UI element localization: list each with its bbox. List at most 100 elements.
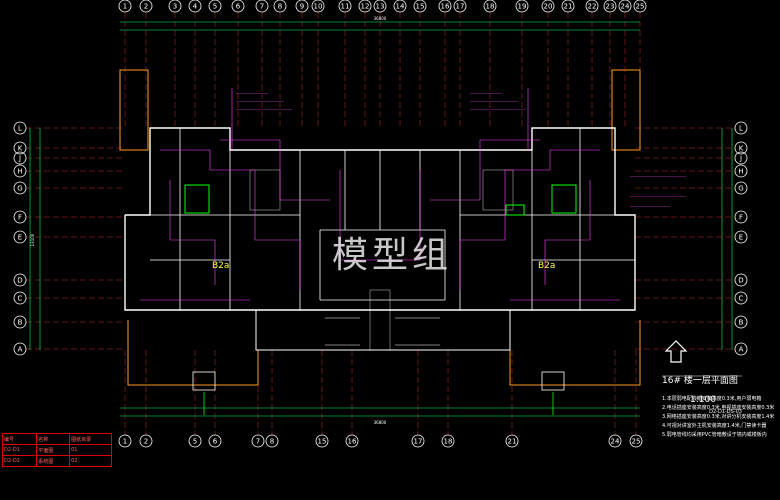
axis-label: 21 [564,3,573,11]
axis-label: F [739,214,743,222]
axis-label: 14 [396,3,405,11]
axis-label: A [739,346,744,354]
axis-label: 6 [236,3,241,11]
axis-bubble: 2 [139,0,153,13]
axis-bubble: 5 [188,434,202,448]
axis-label: 15 [416,3,425,11]
axis-bubble: 5 [208,0,222,13]
axis-label: 1 [123,3,127,11]
axis-label: E [739,234,743,242]
axis-label: K [739,145,744,153]
axis-bubble: 8 [265,434,279,448]
note-line: 3.网络插座安装高度0.3米,对讲分机安装高度1.4米 [662,414,775,420]
axis-label: 23 [606,3,615,11]
axis-bubble: 24 [608,434,622,448]
axis-label: 5 [193,438,197,446]
axis-bubble: H [13,164,27,178]
axis-bubble: A [734,342,748,356]
axis-bubble: J [734,151,748,165]
legend-cell: 名称 [36,433,71,445]
axis-bubble: 19 [515,0,529,13]
axis-bubble: F [13,210,27,224]
axis-label: 24 [611,438,620,446]
axis-bubble: 3 [168,0,182,13]
axis-bubble: 16 [438,0,452,13]
axis-label: 10 [314,3,323,11]
axis-label: 6 [213,438,218,446]
legend-cell: D2-D2 [1,455,38,467]
unit-label-right: B2a [538,261,555,271]
axis-bubble: G [734,181,748,195]
axis-bubble: 1 [118,434,132,448]
axis-label: L [18,125,22,133]
axis-bubble: 6 [208,434,222,448]
axis-bubble: 13 [373,0,387,13]
axis-bubble: B [734,315,748,329]
overall-dimension-left: 13100 [30,233,35,246]
axis-label: J [739,155,742,163]
axis-label: 2 [144,3,148,11]
legend-cell: 02 [69,455,112,467]
svg-text:——————————————: —————————————— [236,107,292,112]
axis-bubble: 22 [585,0,599,13]
axis-label: 1 [123,438,127,446]
axis-bubble: 14 [393,0,407,13]
building-plan [119,69,641,415]
axis-label: 7 [260,3,264,11]
axis-label: 19 [518,3,527,11]
axis-bubble: 24 [618,0,632,13]
axis-label: 8 [270,438,274,446]
axis-label: 12 [361,3,370,11]
overall-dimension-bottom: 36800 [374,420,387,425]
axis-bubble: 1 [118,0,132,13]
axis-bubble: 7 [255,0,269,13]
axis-bubble: 4 [188,0,202,13]
axis-label: 4 [193,3,198,11]
drawing-title: 16# 楼一层平面图 [662,376,738,386]
axis-bubble: 18 [483,0,497,13]
axis-label: A [18,346,23,354]
axis-label: 18 [444,438,453,446]
axis-label: 18 [486,3,495,11]
axis-bubble: 17 [453,0,467,13]
axis-label: 16 [348,438,357,446]
axis-bubble: G [13,181,27,195]
axis-label: 24 [621,3,630,11]
axis-label: C [18,295,23,303]
design-notes: 1.本层弱电配线箱安装高度0.3米,用户弱电箱 2.电话插座安装高度0.3米,电… [662,395,774,440]
axis-bubble: 10 [311,0,325,13]
axis-bubble: 20 [541,0,555,13]
axis-label: 21 [508,438,517,446]
axis-label: C [739,295,744,303]
wiring-notes: ———————— ———————————— —————————————— ———… [236,91,686,209]
note-line: 1.本层弱电配线箱安装高度0.3米,用户弱电箱 [662,396,762,402]
axis-label: J [18,155,21,163]
axis-bubble: C [734,291,748,305]
axis-label: D [738,277,743,285]
axis-label: 16 [441,3,450,11]
axis-label: 11 [341,3,350,11]
axis-label: D [17,277,22,285]
axis-bubble: D [13,273,27,287]
title-block: 16# 楼一层平面图 1:100 D2-D1-DS-03 [662,368,780,415]
axis-bubble: E [13,230,27,244]
axis-grid [26,12,735,435]
axis-bubble: A [13,342,27,356]
axis-bubble: L [13,121,27,135]
axis-label: K [18,145,23,153]
axis-bubble: 25 [633,0,647,13]
overall-dimension-top: 36800 [374,16,387,21]
axis-bubble: 16 [345,434,359,448]
axis-label: 25 [636,3,645,11]
axis-bubble: J [13,151,27,165]
axis-label: G [738,185,743,193]
axis-bubble: 7 [251,434,265,448]
north-arrow-icon [664,340,688,363]
svg-text:————————: ———————— [470,91,502,96]
dimension-lines [29,21,733,417]
axis-bubble: 11 [338,0,352,13]
legend-cell: D2-D1 [1,444,38,456]
axis-label: H [738,168,743,176]
axis-label: 13 [376,3,385,11]
